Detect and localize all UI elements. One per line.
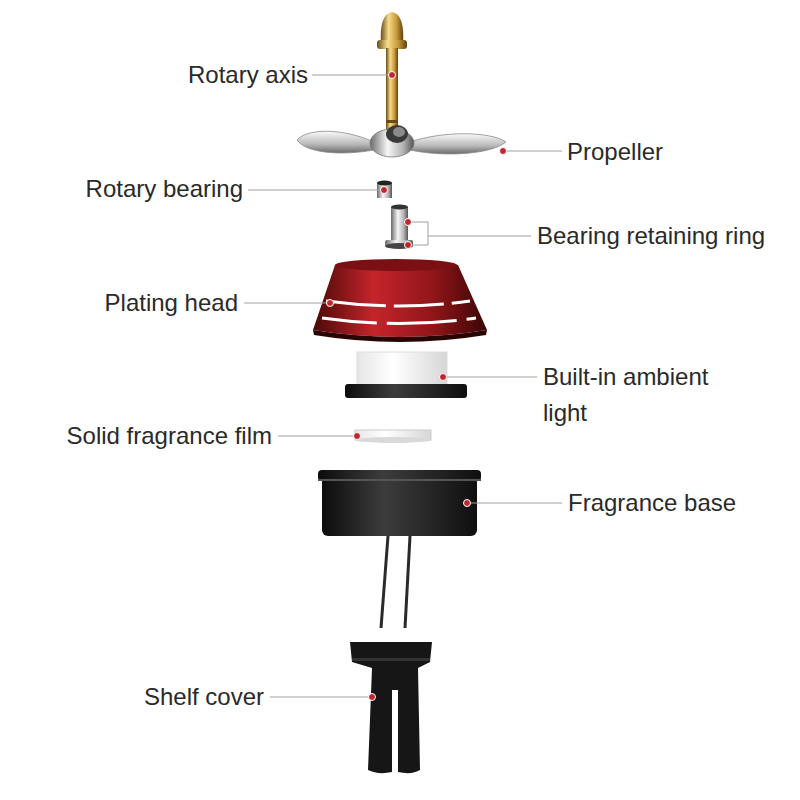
part-label: Solid fragrance film: [67, 418, 272, 454]
part-label: Rotary bearing: [86, 171, 243, 207]
part-label: Shelf cover: [144, 679, 264, 715]
propeller-part: [297, 125, 506, 157]
fragrance-film-part: [355, 430, 431, 443]
part-label: Bearing retaining ring: [537, 218, 772, 254]
part-label: Plating head: [105, 285, 238, 321]
rotary-axis-part: [377, 12, 407, 130]
leader-lines: [244, 75, 562, 697]
clip-prongs: [381, 536, 410, 628]
part-label: Fragrance base: [568, 485, 736, 521]
shelf-cover-part: [350, 642, 432, 773]
retaining-ring-part: [385, 205, 413, 250]
part-label: Built-in ambient light: [543, 359, 758, 431]
part-label: Propeller: [567, 134, 663, 170]
callout-dots: [327, 72, 507, 701]
part-label: Rotary axis: [188, 57, 308, 93]
ambient-light-part: [345, 352, 467, 398]
rotary-bearing-part: [377, 181, 392, 199]
plating-head-part: [313, 259, 487, 342]
fragrance-base-part: [318, 470, 481, 536]
